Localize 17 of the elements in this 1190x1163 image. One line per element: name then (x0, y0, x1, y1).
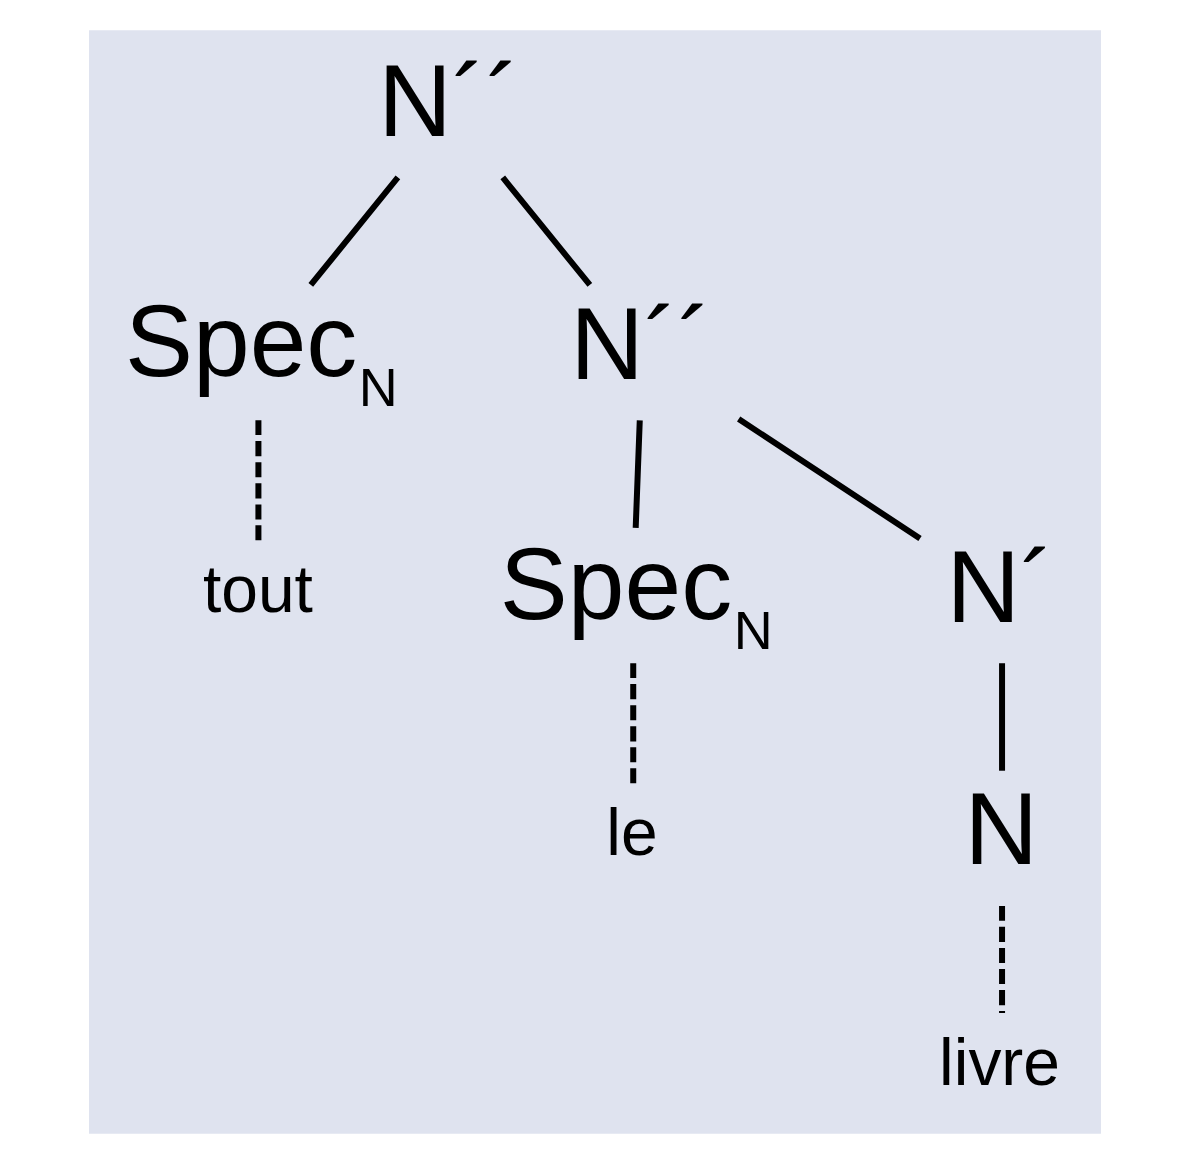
node-text: livre (939, 1024, 1061, 1099)
node-text: Spec$_{N}$ (124, 283, 398, 417)
connector (737, 416, 922, 541)
connector (308, 175, 401, 287)
node-text: N´´ (570, 286, 712, 401)
node-text: Spec$_{N}$ (499, 526, 773, 660)
node-text: le (606, 794, 658, 869)
connector (632, 419, 643, 528)
node-text: N´ (946, 529, 1055, 644)
node-text: tout (202, 551, 313, 626)
connector (630, 662, 637, 784)
node-text: N (964, 771, 1039, 886)
connector (500, 175, 593, 287)
connector (255, 419, 262, 541)
node-text: N´´ (378, 43, 520, 158)
connector (999, 662, 1006, 771)
connector (999, 905, 1006, 1013)
